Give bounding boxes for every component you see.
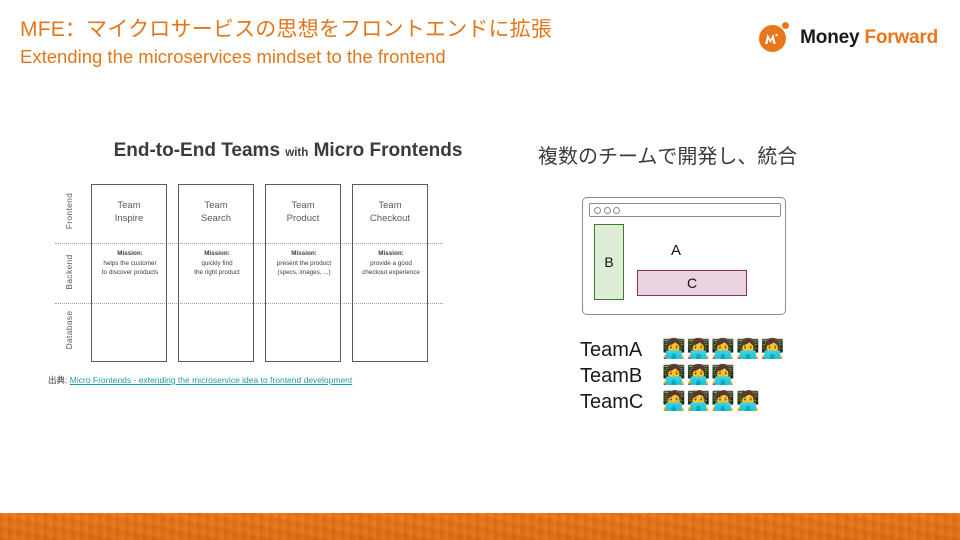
team-mission: Mission: quickly find the right product bbox=[171, 249, 263, 278]
team-column-name: Team Checkout bbox=[353, 199, 427, 225]
logo-m-glyph bbox=[765, 33, 779, 44]
team-mission: Mission: provide a good checkout experie… bbox=[345, 249, 437, 278]
mission-line2: to discover products bbox=[101, 269, 159, 276]
region-b-box: B bbox=[594, 224, 624, 300]
logo-word-money: Money bbox=[800, 27, 860, 48]
layer-axis-labels: Frontend Backend Database bbox=[58, 184, 80, 362]
team-column-inspire: Team Inspire Mission: helps the customer… bbox=[91, 184, 167, 362]
team-name-line2: Checkout bbox=[369, 213, 411, 224]
title-japanese: MFE：マイクロサービスの思想をフロントエンドに拡張 bbox=[20, 18, 553, 41]
mission-label: Mission: bbox=[204, 250, 230, 257]
money-forward-logo-icon bbox=[759, 22, 791, 54]
browser-mockup: B A C bbox=[582, 197, 786, 315]
mission-line2: (specs, images, ...) bbox=[277, 269, 331, 276]
browser-title-bar bbox=[589, 203, 781, 217]
team-row: TeamA 👩‍💻 👩‍💻 👩‍💻 👩‍💻 👩‍💻 bbox=[580, 337, 920, 363]
footer-accent-bar bbox=[0, 513, 960, 540]
axis-label-frontend: Frontend bbox=[64, 192, 74, 230]
source-citation: 出典: Micro Frontends - extending the micr… bbox=[48, 374, 352, 386]
mission-line1: quickly find bbox=[201, 259, 233, 267]
team-name-line1: Team bbox=[291, 200, 315, 211]
region-a-label: A bbox=[671, 242, 682, 259]
team-column-search: Team Search Mission: quickly find the ri… bbox=[178, 184, 254, 362]
team-column-product: Team Product Mission: present the produc… bbox=[265, 184, 341, 362]
person-with-laptop-icon: 🧑‍💻 bbox=[662, 391, 686, 412]
figure-title-main: End-to-End Teams bbox=[113, 140, 281, 161]
slide-header: MFE：マイクロサービスの思想をフロントエンドに拡張 Extending the… bbox=[0, 0, 960, 90]
person-with-laptop-icon: 👩‍💻 bbox=[736, 339, 760, 360]
mission-line1: provide a good bbox=[370, 259, 412, 267]
person-with-laptop-icon: 👩‍💻 bbox=[760, 339, 785, 360]
person-with-laptop-icon: 👩‍💻 bbox=[686, 365, 711, 386]
team-column-checkout: Team Checkout Mission: provide a good ch… bbox=[352, 184, 428, 362]
team-mission: Mission: helps the customer to discover … bbox=[84, 249, 176, 278]
mission-label: Mission: bbox=[291, 250, 317, 257]
team-members-c: 🧑‍💻 🧑‍💻 🧑‍💻 🧑‍💻 bbox=[662, 390, 760, 414]
money-forward-logo: Money Forward bbox=[759, 22, 938, 54]
logo-dot-shape bbox=[782, 22, 790, 29]
team-name-line2: Inspire bbox=[114, 213, 144, 224]
person-with-laptop-icon: 🧑‍💻 bbox=[711, 391, 736, 412]
source-prefix-label: 出典: bbox=[48, 375, 70, 385]
traffic-dot-2-icon bbox=[603, 206, 611, 214]
mission-line2: the right product bbox=[194, 269, 240, 276]
person-with-laptop-icon: 🧑‍💻 bbox=[736, 391, 760, 412]
source-link[interactable]: Micro Frontends - extending the microser… bbox=[69, 375, 353, 385]
layer-divider-backend-database bbox=[55, 303, 443, 304]
team-row-label-a: TeamA bbox=[580, 338, 643, 361]
end-to-end-teams-figure: End-to-End Teams with Micro Frontends Fr… bbox=[48, 140, 498, 390]
traffic-dot-1-icon bbox=[594, 206, 601, 214]
mission-line1: present the product bbox=[276, 259, 332, 267]
page-title: MFE：マイクロサービスの思想をフロントエンドに拡張 Extending the… bbox=[20, 16, 552, 70]
person-with-laptop-icon: 👩‍💻 bbox=[686, 339, 711, 360]
team-name-line2: Search bbox=[200, 213, 232, 224]
figure-title-with: with bbox=[285, 147, 309, 159]
person-with-laptop-icon: 🧑‍💻 bbox=[686, 391, 711, 412]
team-name-line1: Team bbox=[378, 200, 402, 211]
person-with-laptop-icon: 👩‍💻 bbox=[711, 365, 736, 386]
mission-line1: helps the customer bbox=[103, 259, 157, 267]
team-column-name: Team Search bbox=[179, 199, 253, 225]
person-with-laptop-icon: 👩‍💻 bbox=[662, 339, 686, 360]
title-english: Extending the microservices mindset to t… bbox=[20, 46, 446, 67]
mission-label: Mission: bbox=[117, 250, 143, 257]
team-row-label-b: TeamB bbox=[580, 364, 643, 387]
integration-figure: 複数のチームで開発し、統合 B A C TeamA 👩‍💻 👩‍💻 👩‍💻 👩‍… bbox=[536, 140, 936, 420]
figure-title: End-to-End Teams with Micro Frontends bbox=[88, 140, 488, 162]
team-name-line2: Product bbox=[286, 213, 320, 224]
layer-divider-frontend-backend bbox=[55, 243, 443, 244]
team-row-label-c: TeamC bbox=[580, 390, 644, 413]
team-name-line1: Team bbox=[117, 200, 141, 211]
mission-label: Mission: bbox=[378, 250, 404, 257]
team-mission: Mission: present the product (specs, ima… bbox=[258, 249, 350, 278]
team-row: TeamB 👩‍💻 👩‍💻 👩‍💻 bbox=[580, 363, 920, 389]
team-roster: TeamA 👩‍💻 👩‍💻 👩‍💻 👩‍💻 👩‍💻 TeamB 👩‍💻 👩‍💻 … bbox=[580, 337, 920, 415]
team-column-name: Team Product bbox=[266, 199, 340, 225]
logo-word-forward: Forward bbox=[864, 27, 938, 48]
region-c-box: C bbox=[637, 270, 747, 296]
person-with-laptop-icon: 👩‍💻 bbox=[662, 365, 686, 386]
axis-label-database: Database bbox=[64, 310, 74, 350]
figure-title-tail: Micro Frontends bbox=[313, 140, 463, 161]
mission-line2: checkout experience bbox=[362, 269, 420, 276]
person-with-laptop-icon: 👩‍💻 bbox=[711, 339, 736, 360]
logo-wordmark: Money Forward bbox=[800, 27, 938, 49]
team-members-a: 👩‍💻 👩‍💻 👩‍💻 👩‍💻 👩‍💻 bbox=[662, 338, 784, 362]
team-members-b: 👩‍💻 👩‍💻 👩‍💻 bbox=[662, 364, 735, 388]
team-row: TeamC 🧑‍💻 🧑‍💻 🧑‍💻 🧑‍💻 bbox=[580, 389, 920, 415]
team-columns: Team Inspire Mission: helps the customer… bbox=[91, 184, 481, 362]
team-name-line1: Team bbox=[204, 200, 228, 211]
right-figure-heading: 複数のチームで開発し、統合 bbox=[538, 146, 798, 168]
team-column-name: Team Inspire bbox=[92, 199, 166, 225]
traffic-dot-3-icon bbox=[613, 206, 620, 214]
